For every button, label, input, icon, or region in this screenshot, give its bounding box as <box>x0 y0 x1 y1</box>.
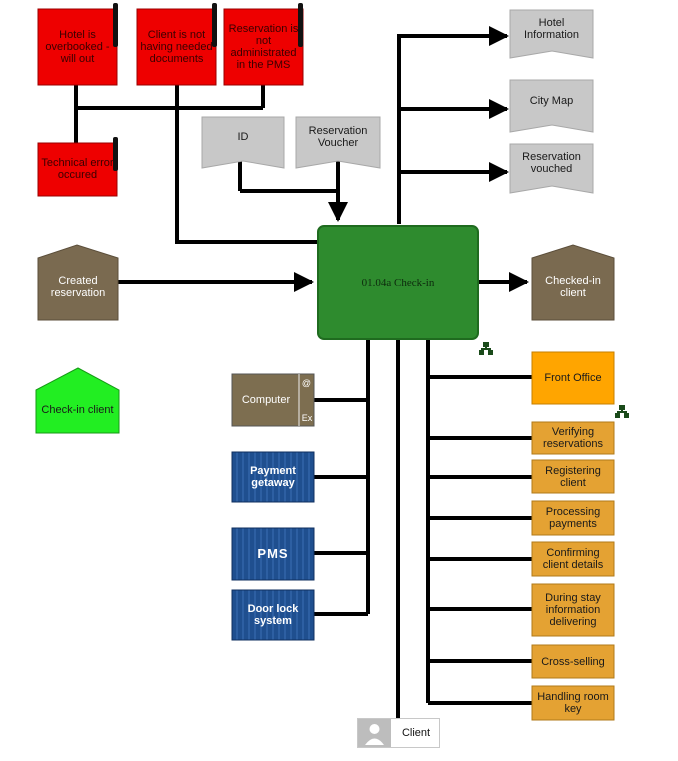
connectors <box>74 26 532 718</box>
event-checked-in-client[interactable] <box>531 244 615 321</box>
risk-pms[interactable] <box>223 8 304 86</box>
role-shapes <box>531 351 615 721</box>
client-participant[interactable]: Client <box>357 718 440 748</box>
system-pms[interactable] <box>231 527 315 581</box>
doc-id[interactable] <box>201 116 285 169</box>
risk-exclamation-icon <box>113 137 118 171</box>
system-shapes <box>231 373 315 641</box>
role-registering[interactable] <box>531 459 615 494</box>
risk-shapes <box>37 8 304 197</box>
event-created-reservation[interactable] <box>37 244 119 321</box>
org-chart-icon <box>615 405 629 418</box>
role-room-key[interactable] <box>531 685 615 721</box>
risk-exclamation-icon <box>113 3 118 47</box>
role-cross-selling[interactable] <box>531 644 615 679</box>
role-processing[interactable] <box>531 500 615 536</box>
system-door-lock[interactable] <box>231 589 315 641</box>
risk-overbooked[interactable] <box>37 8 118 86</box>
doc-reservation-voucher[interactable] <box>295 116 381 169</box>
person-icon <box>365 724 384 745</box>
risk-exclamation-icon <box>212 3 217 47</box>
role-confirming[interactable] <box>531 541 615 577</box>
process-check-in[interactable] <box>317 225 479 340</box>
system-payment-getaway[interactable] <box>231 451 315 503</box>
role-front-office[interactable] <box>531 351 615 405</box>
user-avatar-icon <box>358 719 391 747</box>
risk-documents[interactable] <box>136 8 217 86</box>
risk-markers <box>113 3 303 171</box>
risk-technical[interactable] <box>37 142 118 197</box>
role-during-stay[interactable] <box>531 583 615 637</box>
document-shapes <box>201 9 594 194</box>
event-check-in-client[interactable] <box>35 367 120 434</box>
client-label: Client <box>401 727 431 739</box>
risk-exclamation-icon <box>298 3 303 47</box>
doc-city-map[interactable] <box>509 79 594 133</box>
org-chart-icon <box>479 342 493 355</box>
doc-hotel-information[interactable] <box>509 9 594 59</box>
org-icons <box>479 342 629 418</box>
system-computer[interactable] <box>231 373 315 427</box>
role-verifying[interactable] <box>531 421 615 455</box>
doc-reservation-vouched[interactable] <box>509 143 594 194</box>
event-shapes <box>35 244 615 434</box>
